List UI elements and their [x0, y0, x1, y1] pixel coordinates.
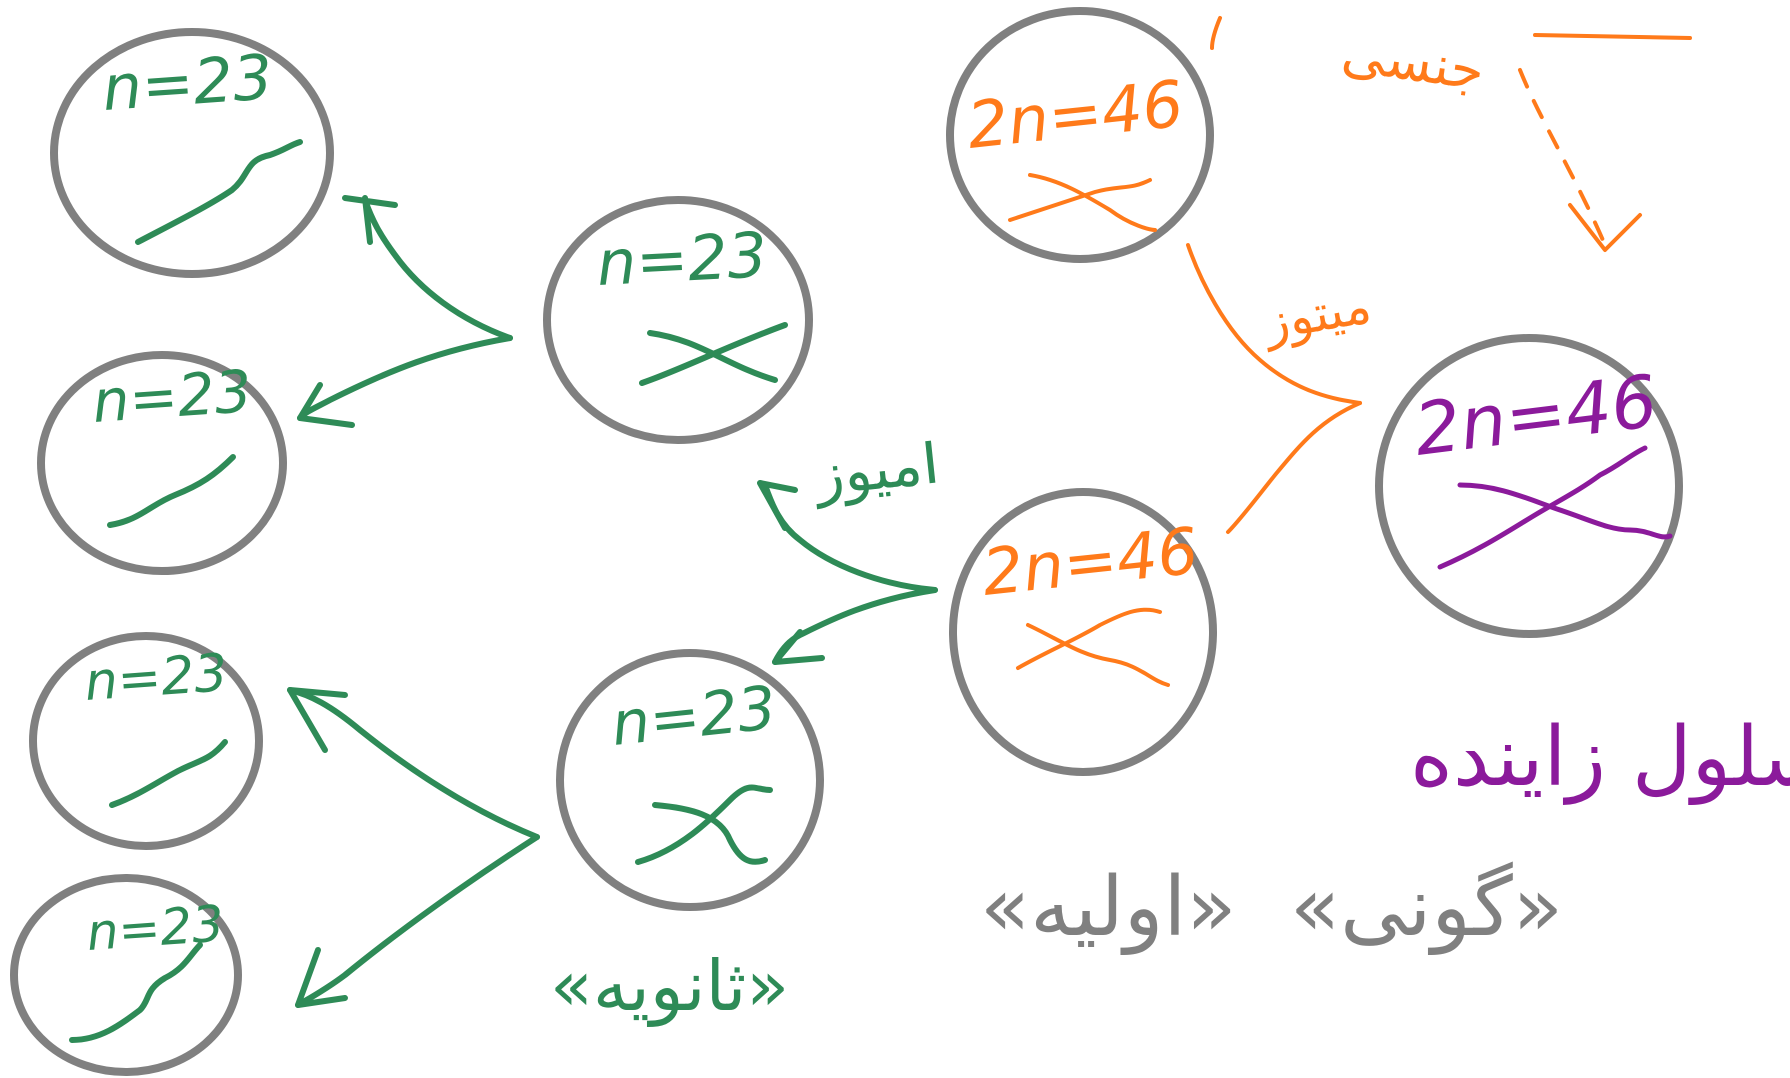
germ-cell	[1375, 334, 1683, 638]
chromosome-icon	[652, 802, 768, 865]
secondary-top-label: n=23	[595, 218, 769, 300]
primary-cell-label: 2n=46	[979, 515, 1202, 611]
meiosis-one-label: میوزI	[809, 428, 942, 510]
secondary-cell-top	[543, 196, 813, 444]
chromosome-icon	[69, 942, 203, 1043]
mitosis-label: میتوز	[1257, 276, 1375, 352]
chromosome-icon	[107, 454, 236, 528]
gamete-cell-1	[50, 28, 334, 278]
origin-cell-label: 2n=46	[964, 68, 1187, 164]
top-note: جنسی	[1338, 20, 1488, 102]
gamete-cell-3	[29, 632, 263, 850]
arrow-icon	[1210, 16, 1222, 50]
arrow-icon	[1533, 33, 1692, 40]
arrow-icon	[757, 480, 798, 531]
chromosome-icon	[109, 739, 228, 808]
chromosome-icon	[635, 784, 773, 865]
gamete-1-label: n=23	[100, 40, 275, 125]
arrow-icon	[1226, 401, 1362, 534]
secondary-cell-bottom	[556, 649, 824, 911]
arrow-icon	[1186, 243, 1362, 405]
arrow-icon	[295, 947, 348, 1008]
chromosome-icon	[1016, 607, 1162, 670]
chromosome-icon	[1437, 445, 1648, 570]
germ-cell-label: 2n=46	[1410, 359, 1662, 472]
gamete-2-label: n=23	[90, 357, 254, 436]
arrow-icon	[297, 382, 355, 428]
gamete-3-label: n=23	[83, 643, 230, 713]
chromosome-icon	[1008, 178, 1152, 222]
arrow-icon	[772, 629, 825, 665]
chromosome-icon	[135, 139, 303, 245]
primary-stage-label: «اولیه»	[980, 860, 1236, 955]
gamete-4-label: n=23	[85, 895, 226, 962]
arrow-icon	[1568, 203, 1642, 252]
arrow-icon	[287, 687, 348, 753]
secondary-bottom-label: n=23	[608, 673, 779, 760]
arrow-icon	[297, 335, 513, 421]
gamete-cell-4	[10, 874, 242, 1076]
chromosome-icon	[639, 322, 788, 386]
arrow-icon	[295, 834, 540, 1008]
arrow-icon	[362, 197, 513, 341]
arrow-icon	[1518, 68, 1607, 247]
arrow-icon	[772, 587, 938, 665]
chromosome-icon	[1026, 623, 1170, 687]
secondary-stage-label: «ثانویه»	[550, 945, 789, 1027]
arrow-icon	[342, 195, 398, 245]
arrow-icon	[287, 687, 540, 840]
gamete-cell-2	[37, 351, 287, 575]
chromosome-icon	[647, 330, 778, 383]
chromosome-icon	[1457, 482, 1673, 540]
germ-cell-name: سلول زاینده	[1410, 710, 1790, 805]
mitosis-origin-cell	[946, 7, 1214, 263]
oogonium-stage-label: «گونی»	[1290, 860, 1563, 955]
primary-cell	[949, 488, 1217, 776]
chromosome-icon	[1028, 173, 1157, 232]
